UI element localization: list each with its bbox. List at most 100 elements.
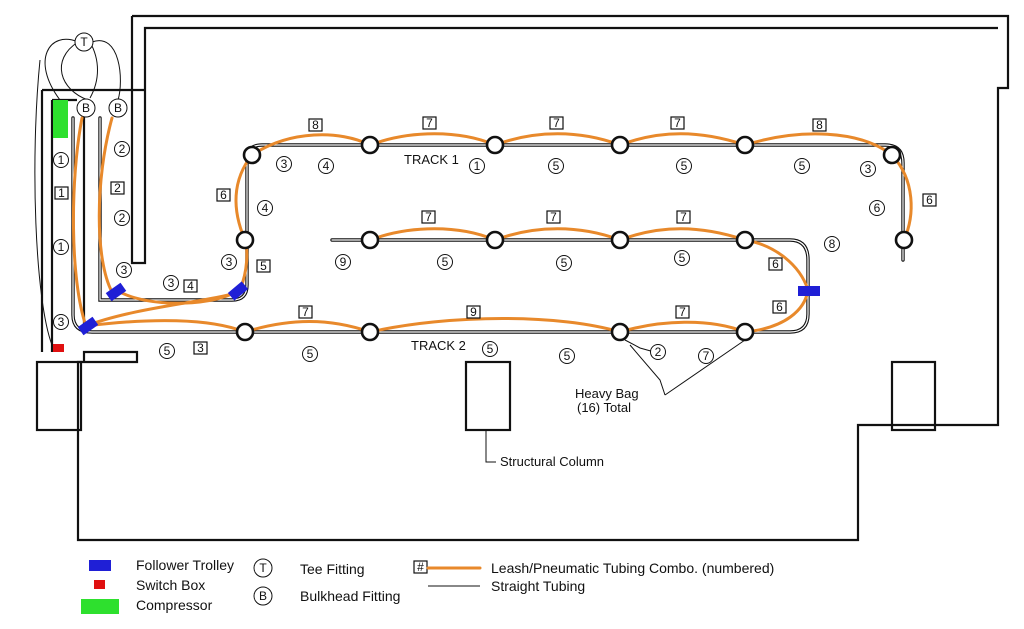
heavy-bag-count: (16) Total [577,400,631,415]
legend-follower-trolley: Follower Trolley [136,557,234,573]
tee-fitting [74,32,94,52]
svg-text:5: 5 [679,251,686,265]
heavy-bag [360,135,380,155]
svg-text:1: 1 [58,186,65,200]
leash-number-tag: 6 [216,188,231,202]
tubing-number-tag: 5 [302,346,318,362]
svg-text:1: 1 [474,159,481,173]
heavy-bag [235,322,255,342]
legend-switch-swatch [94,580,105,589]
svg-text:5: 5 [307,347,314,361]
tubing-number-tag: 5 [794,158,810,174]
tubing-number-tag: 3 [53,314,69,330]
tubing-number-tag: 5 [556,255,572,271]
svg-text:3: 3 [197,341,204,355]
svg-text:5: 5 [164,344,171,358]
svg-text:7: 7 [550,210,557,224]
legend-trolley-swatch [89,560,111,571]
tubing-number-tag: 2 [114,141,130,157]
legend-tee-symbol [253,558,273,578]
tubing-number-tag: 1 [469,158,485,174]
tee-fitting-symbol: T [80,35,88,49]
svg-text:2: 2 [655,345,662,359]
heavy-bag [735,322,755,342]
svg-text:5: 5 [553,159,560,173]
compressor [53,100,68,138]
svg-text:6: 6 [220,188,227,202]
leash-number-tag: 7 [421,210,436,224]
svg-text:3: 3 [168,276,175,290]
heavy-bag-label: Heavy Bag [575,386,639,401]
svg-text:2: 2 [119,142,126,156]
tubing-number-tags: 3 4 1 5 5 5 3 4 6 9 5 5 5 8 1 2 2 1 7 3 … [53,141,885,364]
bulkhead-right-symbol: B [114,101,122,115]
svg-text:7: 7 [703,349,710,363]
tubing-number-tag: 4 [318,158,334,174]
track-1-label: TRACK 1 [404,152,459,167]
tubing-number-tag: 2 [114,210,130,226]
leash-number-tag: 7 [298,305,313,319]
heavy-bags [235,135,914,342]
svg-text:6: 6 [874,201,881,215]
svg-text:7: 7 [680,210,687,224]
svg-text:7: 7 [302,305,309,319]
tubing-number-tag: 2 [168,276,175,290]
structural-column-label: Structural Column [500,454,604,469]
heavy-bag [360,230,380,250]
tubing-number-tag: 9 [335,254,351,270]
svg-text:2: 2 [119,211,126,225]
heavy-bag [894,230,914,250]
tubing-number-tag: 3 [221,254,237,270]
legend-compressor: Compressor [136,597,213,613]
right-cabinet [890,360,937,432]
svg-text:5: 5 [442,255,449,269]
tubing-number-tag: 5 [548,158,564,174]
structural-column [464,360,512,432]
heavy-bag [360,322,380,342]
svg-text:9: 9 [340,255,347,269]
svg-text:8: 8 [829,237,836,251]
svg-text:4: 4 [187,279,194,293]
leash-number-tag: 8 [308,118,323,132]
legend-number-symbol: # [417,560,424,574]
leash-number-tag: 8 [812,118,827,132]
heavy-bag [735,230,755,250]
tubing-number-tag: 4 [257,200,273,216]
svg-text:5: 5 [260,259,267,273]
leash-number-tags: 8 7 7 7 8 7 7 7 6 6 4 5 6 6 7 9 7 1 2 3 [54,116,937,355]
tubing-number-tag: 5 [559,348,575,364]
heavy-bag [242,145,262,165]
tubing-number-tag: 3 [116,262,132,278]
heavy-bag [610,135,630,155]
heavy-bag [485,135,505,155]
leash-number-tag: 2 [110,181,125,195]
leash-number-tag: 7 [676,210,691,224]
leash-number-tag: 6 [772,300,787,314]
follower-trolley [227,281,249,301]
leash-number-tag: 9 [466,305,481,319]
tubing-number-tag: 5 [676,158,692,174]
tubing-number-tag: 1 [53,239,69,255]
tubing-number-tag: 3 [860,161,876,177]
heavy-bag [235,230,255,250]
svg-text:1: 1 [58,153,65,167]
track-2-label: TRACK 2 [411,338,466,353]
leash-number-tag: 4 [183,279,198,293]
svg-text:3: 3 [226,255,233,269]
leash-number-tag: 3 [193,341,208,355]
svg-text:2: 2 [114,181,121,195]
svg-text:5: 5 [681,159,688,173]
follower-trolley [77,316,99,336]
svg-text:5: 5 [799,159,806,173]
follower-trolley [798,286,820,296]
bulkhead-fitting-left [76,98,96,118]
legend-compressor-swatch [81,599,119,614]
svg-text:6: 6 [926,193,933,207]
legend-bulkhead-symbol [253,586,273,606]
legend-straight-tubing: Straight Tubing [491,578,585,594]
svg-text:7: 7 [553,116,560,130]
tubing-number-tag: 3 [276,156,292,172]
svg-text:6: 6 [776,300,783,314]
legend: Follower Trolley Switch Box Compressor T… [81,557,774,614]
